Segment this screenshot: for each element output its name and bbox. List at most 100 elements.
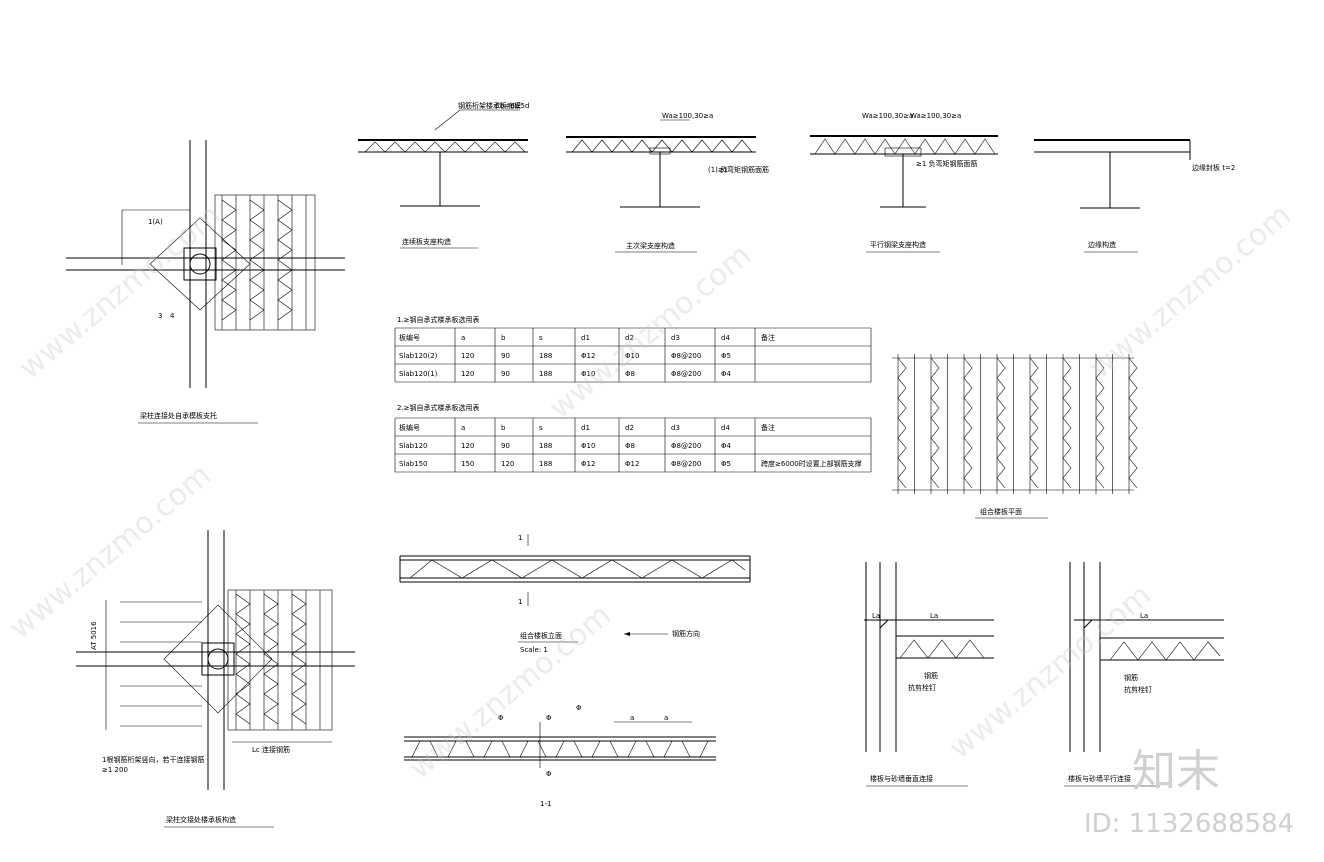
- table-cell: Φ8@200: [671, 460, 701, 468]
- table-cell: 188: [539, 352, 552, 360]
- table-header-cell: 板编号: [399, 333, 420, 342]
- side-mark-1: 1: [518, 534, 522, 542]
- table-header-cell: s: [539, 424, 543, 432]
- deck-ribs-top: [214, 194, 316, 331]
- table-cell: Φ8: [625, 442, 635, 450]
- watermark-url-4: www.znzmo.com: [3, 458, 218, 647]
- table-cell: Slab150: [399, 460, 427, 468]
- table-cell: 90: [501, 370, 510, 378]
- caption-side-view: 组合楼板立面: [520, 631, 562, 640]
- table1-title: 1.≥钢自承式楼承板选用表: [397, 315, 480, 324]
- table-cell: Φ10: [581, 370, 595, 378]
- section-1-1: Φ Φ Φ Φ a a 1-1: [404, 704, 716, 808]
- table-cell: Φ12: [581, 460, 595, 468]
- caption-side-scale: Scale: 1: [520, 646, 548, 654]
- table-cell: Slab120(2): [399, 352, 438, 360]
- table-cell: 90: [501, 352, 510, 360]
- caption-wall-a: 楼板与砂墙垂直连接: [870, 774, 933, 783]
- table-cell: Slab120(1): [399, 370, 438, 378]
- side-view: 1 1 组合楼板立面 Scale: 1 钢筋方向: [399, 534, 751, 654]
- s11-dim-2: a: [664, 714, 668, 722]
- wall-label-w3: 钢筋: [924, 671, 938, 680]
- table-cell: Φ8@200: [671, 442, 701, 450]
- watermark-url-6: www.znzmo.com: [943, 578, 1158, 767]
- table-cell: Φ5: [721, 352, 731, 360]
- table-header-cell: d4: [721, 424, 730, 432]
- deck-rib-zigzag: [1029, 357, 1039, 489]
- caption-plan-top: 梁柱连接处自承模板支托: [140, 411, 217, 420]
- wall-detail-parallel: La 钢筋 抗剪栓钉 楼板与砂墙平行连接: [1064, 562, 1224, 787]
- wall-detail-perpendicular: La La 钢筋 抗剪栓钉 楼板与砂墙垂直连接: [864, 562, 994, 787]
- note-b3: 负弯矩钢筋面筋: [720, 165, 769, 174]
- plan-beam-column-bottom: AT 5016 Lc 连接钢筋 1根钢筋桁架竖向，若干连接钢筋 ≥1 200 梁…: [76, 530, 355, 828]
- table-cell: 90: [501, 442, 510, 450]
- note-a1: 钢筋桁架楼承板底模: [458, 101, 521, 110]
- table-header-cell: d3: [671, 334, 680, 342]
- table-cell: Φ8@200: [671, 370, 701, 378]
- note-d1: 边缘封板 t=2: [1192, 163, 1235, 172]
- watermark: www.znzmo.com www.znzmo.com www.znzmo.co…: [3, 198, 1298, 787]
- table-cell: Φ12: [581, 352, 595, 360]
- deck-rib-zigzag: [897, 357, 907, 489]
- table-cell: Φ5: [721, 460, 731, 468]
- table-cell: 150: [461, 460, 474, 468]
- plan-note-p1: 1(A): [148, 218, 163, 226]
- table-cell: Φ10: [581, 442, 595, 450]
- table-header-cell: d1: [581, 424, 590, 432]
- table-header-cell: d4: [721, 334, 730, 342]
- table-cell: 120: [501, 460, 514, 468]
- note-c1: Wa≥100,30≥a: [862, 112, 913, 120]
- image-id: ID: 1132688584: [1084, 809, 1294, 839]
- table-cell: Φ8: [625, 370, 635, 378]
- table-header-cell: 备注: [761, 333, 775, 342]
- table-header-cell: s: [539, 334, 543, 342]
- table-header-cell: 板编号: [399, 423, 420, 432]
- table-header-cell: d1: [581, 334, 590, 342]
- watermark-url-1: www.znzmo.com: [13, 198, 228, 387]
- watermark-url-3: www.znzmo.com: [1083, 198, 1298, 387]
- deck-rib-zigzag: [963, 357, 973, 489]
- plan-beam-column-top: 1(A) 3 4 梁柱连接处自承模板支托: [66, 140, 345, 424]
- table-cell: Φ12: [625, 460, 639, 468]
- table-header-cell: b: [501, 334, 506, 342]
- table-cell: 188: [539, 460, 552, 468]
- table-cell: Slab120: [399, 442, 427, 450]
- s11-label-b: Φ: [546, 714, 552, 722]
- note-direction: 钢筋方向: [672, 629, 700, 638]
- table-cell: Φ8@200: [671, 352, 701, 360]
- deck-rib-zigzag: [1095, 357, 1105, 489]
- deck-ribs-bottom: [227, 589, 333, 731]
- s11-label-d: Φ: [546, 770, 552, 778]
- table-header-cell: a: [461, 424, 465, 432]
- table-cell: 跨度≥6000时设置上部钢筋支撑: [761, 459, 862, 468]
- note-c3: ≥1 负弯矩钢筋面筋: [916, 159, 978, 168]
- wall-label-w2: La: [930, 612, 938, 620]
- table-cell: Φ4: [721, 370, 732, 378]
- s11-label-a: Φ: [498, 714, 504, 722]
- wall-label-w1: La: [872, 612, 880, 620]
- plan-note-p3: 4: [170, 312, 175, 320]
- wall-label-w5: La: [1140, 612, 1148, 620]
- bottom-dim-1: AT 5016: [90, 621, 98, 650]
- table-cell: 188: [539, 442, 552, 450]
- section-continuous-slab: 钢筋桁架楼承板底模 Cb=d≥5d 连续板支座构造: [358, 101, 529, 249]
- note-c2: Wa≥100,30≥a: [910, 112, 961, 120]
- bottom-dim-2: Lc 连接钢筋: [252, 745, 290, 754]
- table-cell: Φ10: [625, 352, 639, 360]
- s11-label-c: Φ: [576, 704, 582, 712]
- section-main-secondary-beam: Wa≥100,30≥a (1)≥1 负弯矩钢筋面筋 主次梁支座构造: [566, 112, 769, 253]
- table-header-cell: 备注: [761, 423, 775, 432]
- table2-title: 2.≥钢自承式楼承板选用表: [397, 403, 480, 412]
- section-edge: 边缘封板 t=2 边缘构造: [1034, 139, 1235, 253]
- wall-label-w4: 抗剪栓钉: [908, 683, 936, 692]
- table-header-cell: d3: [671, 424, 680, 432]
- table-cell: 120: [461, 442, 474, 450]
- deck-rib-zigzag: [1062, 357, 1072, 489]
- table-header-cell: a: [461, 334, 465, 342]
- table-header-cell: d2: [625, 424, 634, 432]
- note-b2: (1)≥1: [708, 166, 728, 174]
- wall-label-w7: 抗剪栓钉: [1124, 685, 1152, 694]
- deck-rib-zigzag: [996, 357, 1006, 489]
